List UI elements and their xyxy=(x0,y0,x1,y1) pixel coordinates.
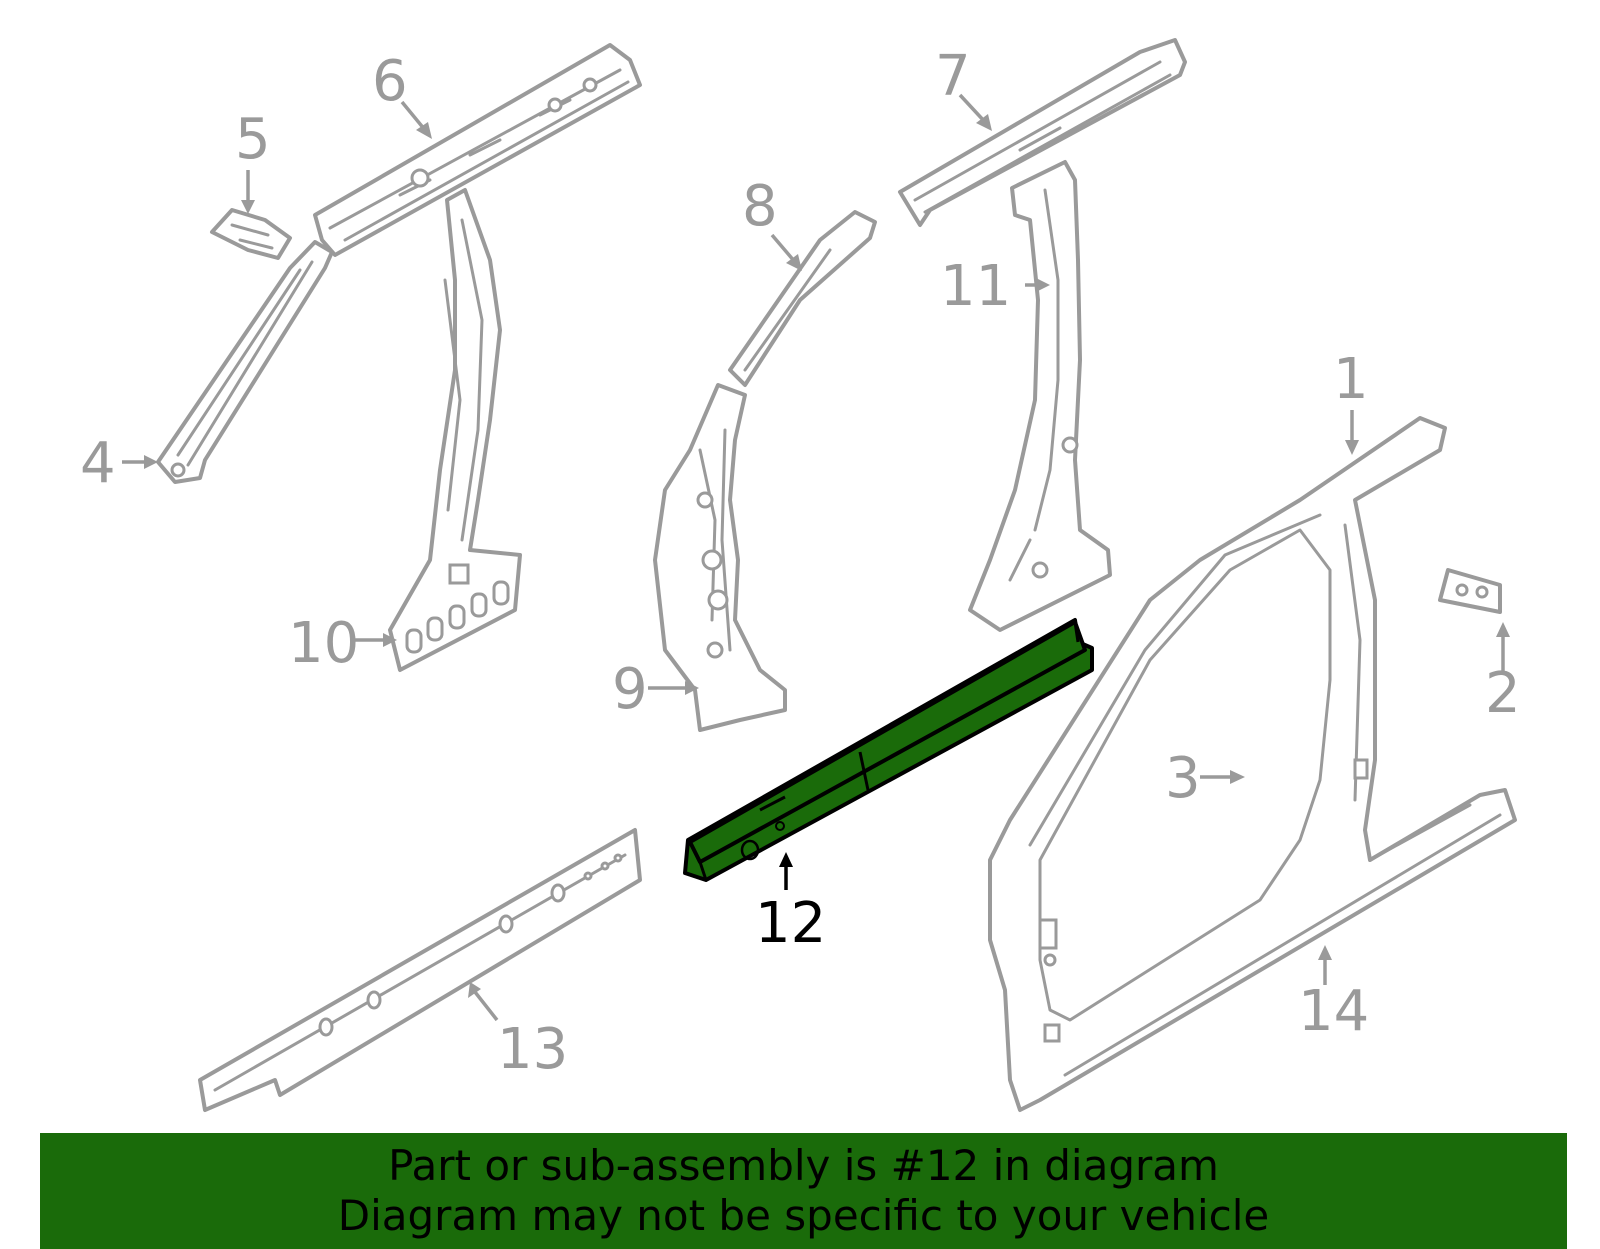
callout-14: 14 xyxy=(1298,979,1369,1044)
part-5-bracket[interactable] xyxy=(210,208,292,260)
leader-lines xyxy=(122,93,1510,1022)
part-2-bracket[interactable] xyxy=(1438,568,1502,614)
part-12-sill-reinforcement[interactable] xyxy=(683,618,1094,882)
callout-6: 6 xyxy=(372,49,408,114)
part-13-rocker-inner[interactable] xyxy=(198,828,642,1112)
callout-8: 8 xyxy=(742,174,778,239)
callout-2: 2 xyxy=(1485,661,1521,726)
banner-line-1: Part or sub-assembly is #12 in diagram xyxy=(388,1141,1219,1190)
callout-3: 3 xyxy=(1165,746,1201,811)
part-1-14-body-side[interactable] xyxy=(988,416,1517,1112)
part-8-rail-extension[interactable] xyxy=(728,210,877,387)
part-7-roof-rail-rear[interactable] xyxy=(898,38,1187,227)
part-11-b-pillar-reinf[interactable] xyxy=(968,160,1112,632)
part-10-b-pillar-inner[interactable] xyxy=(388,188,522,672)
callout-7: 7 xyxy=(935,44,971,109)
part-4-a-pillar[interactable] xyxy=(156,240,334,484)
callout-4: 4 xyxy=(80,431,116,496)
callout-13: 13 xyxy=(497,1017,568,1082)
callout-12: 12 xyxy=(755,891,826,956)
info-banner: Part or sub-assembly is #12 in diagram D… xyxy=(40,1133,1567,1249)
callout-10: 10 xyxy=(288,611,359,676)
banner-line-2: Diagram may not be specific to your vehi… xyxy=(337,1191,1270,1240)
part-9-hinge-pillar[interactable] xyxy=(653,383,787,732)
part-6-roof-rail[interactable] xyxy=(313,43,642,257)
callout-1: 1 xyxy=(1333,347,1369,412)
callout-11: 11 xyxy=(940,254,1011,319)
callout-9: 9 xyxy=(612,657,648,722)
callout-5: 5 xyxy=(235,107,271,172)
